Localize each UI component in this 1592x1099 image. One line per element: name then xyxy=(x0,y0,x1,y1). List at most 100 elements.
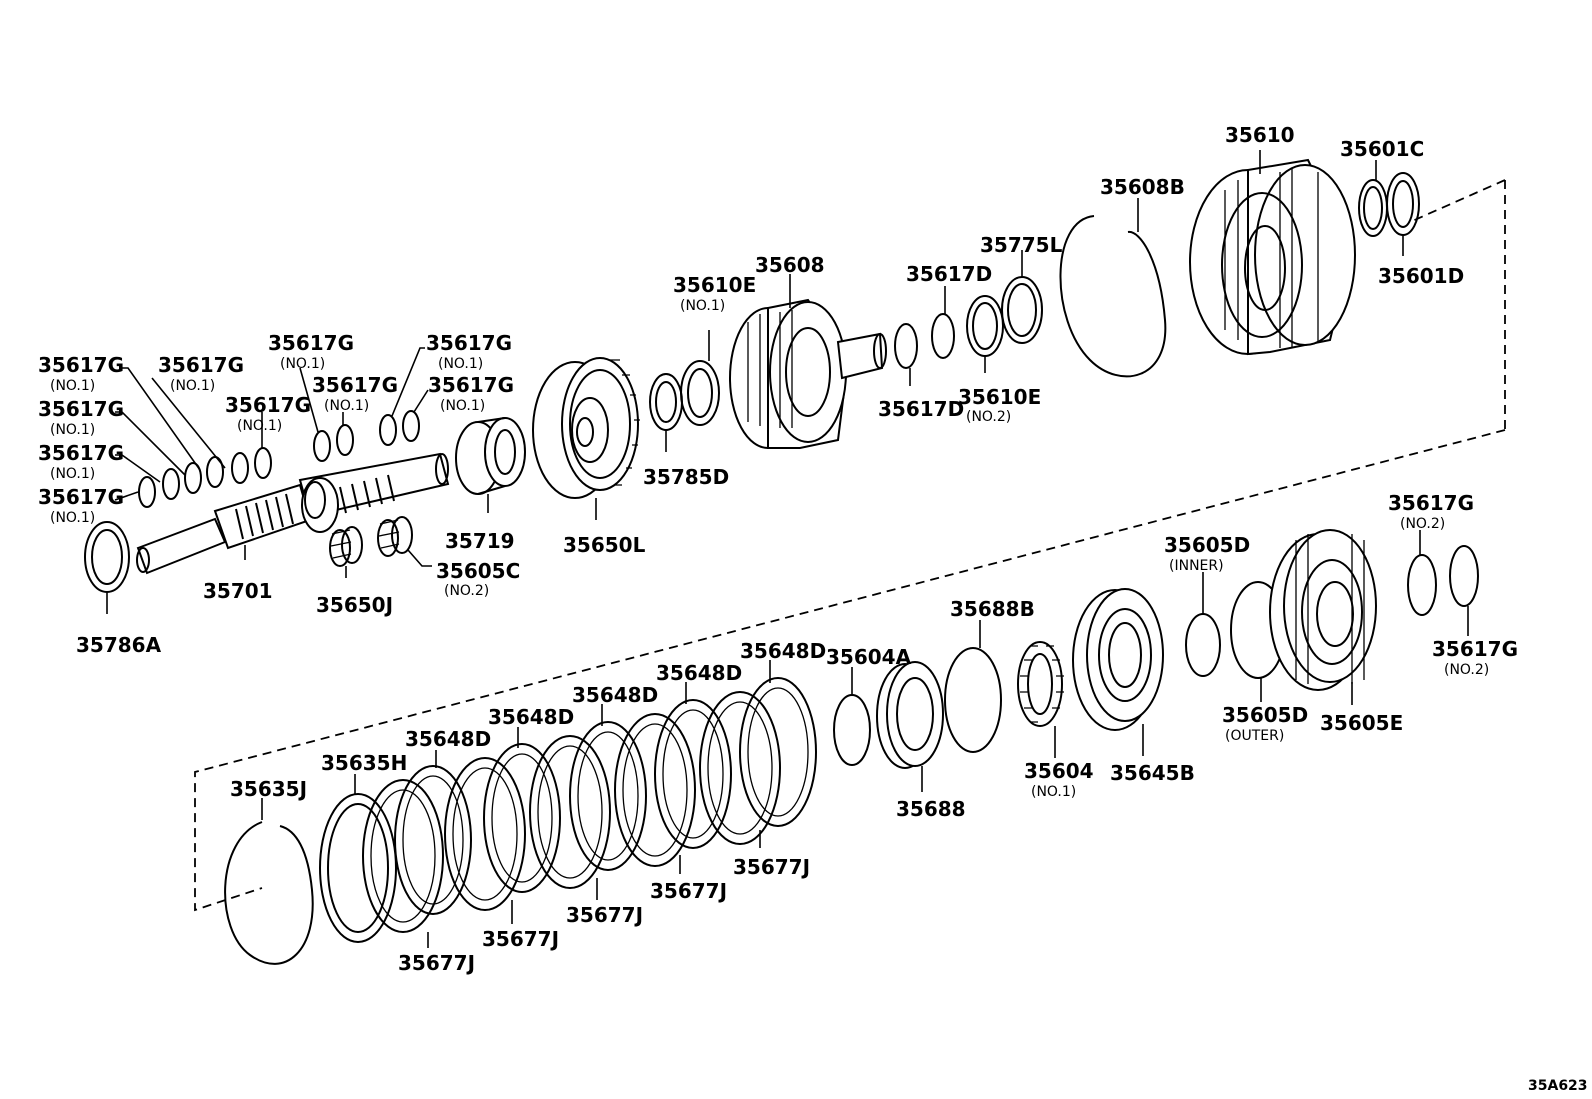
part-35610E-no2-bearing xyxy=(966,295,1004,357)
leader-lines xyxy=(106,150,1469,948)
label-35648D-2: 35648D xyxy=(488,705,574,729)
part-35688B-oring xyxy=(944,647,1002,753)
part-35701-input-shaft xyxy=(136,452,450,575)
label-35605D-inner: 35605D xyxy=(1164,533,1250,557)
part-35610E-no1-bearing xyxy=(680,360,720,426)
part-35604-return-spring xyxy=(1017,641,1064,727)
label-35601D: 35601D xyxy=(1378,264,1464,288)
part-35617D-ring-a xyxy=(894,323,918,369)
part-35617D-ring-b xyxy=(931,313,955,359)
label-35605D-outer: 35605D xyxy=(1222,703,1308,727)
label-35617G-12: 35617G xyxy=(1432,637,1518,661)
label-35617D-a: 35617D xyxy=(906,262,992,286)
label-35605C: 35605C xyxy=(436,559,520,583)
label-35701: 35701 xyxy=(203,579,273,603)
part-35604A-ring xyxy=(833,694,871,766)
label-35648D-1: 35648D xyxy=(405,727,491,751)
label-35635H: 35635H xyxy=(321,751,407,775)
label-35608: 35608 xyxy=(755,253,825,277)
label-35617G-3: 35617G xyxy=(38,441,124,465)
label-35617G-9: 35617G xyxy=(426,331,512,355)
label-35617G-7-sub: (NO.1) xyxy=(280,356,325,372)
part-35608-clutch-drum xyxy=(729,298,887,449)
connection-dashed-outline xyxy=(194,179,1506,912)
part-35601C-race xyxy=(1358,179,1388,237)
label-35605E: 35605E xyxy=(1320,711,1403,735)
part-35785D-washer xyxy=(649,373,683,431)
part-35610-clutch-drum xyxy=(1189,158,1356,356)
label-35601C: 35601C xyxy=(1340,137,1424,161)
label-35677J-3: 35677J xyxy=(566,903,643,927)
label-35617G-5: 35617G xyxy=(158,353,244,377)
label-35605C-sub: (NO.2) xyxy=(444,583,489,599)
label-35610: 35610 xyxy=(1225,123,1295,147)
label-35650J: 35650J xyxy=(316,593,393,617)
part-clutch-pack xyxy=(362,677,817,933)
label-35617G-6: 35617G xyxy=(225,393,311,417)
label-35617G-3-sub: (NO.1) xyxy=(50,466,95,482)
label-35677J-4: 35677J xyxy=(650,879,727,903)
label-35617G-1-sub: (NO.1) xyxy=(50,378,95,394)
label-35617G-4-sub: (NO.1) xyxy=(50,510,95,526)
label-35617G-7: 35617G xyxy=(268,331,354,355)
label-35617G-10: 35617G xyxy=(428,373,514,397)
label-35688: 35688 xyxy=(896,797,966,821)
label-35610E-no1: 35610E xyxy=(673,273,756,297)
part-35635H-flange xyxy=(319,793,397,943)
label-35677J-2: 35677J xyxy=(482,927,559,951)
part-35608B-snap-ring xyxy=(1059,215,1167,378)
label-35610E-no2-sub: (NO.2) xyxy=(966,409,1011,425)
part-35645B-cylinder xyxy=(1072,588,1164,731)
label-35604A: 35604A xyxy=(826,645,912,669)
label-35617D-b: 35617D xyxy=(878,397,964,421)
label-35617G-11-sub: (NO.2) xyxy=(1400,516,1445,532)
label-35610E-no1-sub: (NO.1) xyxy=(680,298,725,314)
label-35617G-10-sub: (NO.1) xyxy=(440,398,485,414)
label-35605D-outer-sub: (OUTER) xyxy=(1225,728,1284,744)
part-labels: 35786A 35701 35650J 35605C (NO.2) 35719 … xyxy=(38,123,1588,1094)
label-35648D-4: 35648D xyxy=(656,661,742,685)
label-35617G-12-sub: (NO.2) xyxy=(1444,662,1489,678)
part-35617G-ring-group-mid xyxy=(313,410,420,462)
label-35617G-5-sub: (NO.1) xyxy=(170,378,215,394)
label-35617G-6-sub: (NO.1) xyxy=(237,418,282,434)
label-35617G-8-sub: (NO.1) xyxy=(324,398,369,414)
part-35775L-washer xyxy=(1001,276,1043,344)
part-35617G-no2-ring-b xyxy=(1449,545,1479,607)
label-35604: 35604 xyxy=(1024,759,1094,783)
label-35610E-no2: 35610E xyxy=(958,385,1041,409)
label-35608B: 35608B xyxy=(1100,175,1185,199)
part-35635J-snap-ring xyxy=(224,821,314,965)
label-35648D-3: 35648D xyxy=(572,683,658,707)
part-35786A-thrust-washer xyxy=(84,521,130,593)
part-35601D-bearing xyxy=(1386,172,1420,236)
diagram-code: 35A623 xyxy=(1528,1078,1588,1094)
part-35605E-gear-drum xyxy=(1269,529,1377,691)
label-35786A: 35786A xyxy=(76,633,162,657)
label-35688B: 35688B xyxy=(950,597,1035,621)
label-35617G-9-sub: (NO.1) xyxy=(438,356,483,372)
label-35785D: 35785D xyxy=(643,465,729,489)
label-35617G-1: 35617G xyxy=(38,353,124,377)
label-35677J-1: 35677J xyxy=(398,951,475,975)
label-35719: 35719 xyxy=(445,529,515,553)
part-35719-hub xyxy=(455,417,526,495)
label-35604-sub: (NO.1) xyxy=(1031,784,1076,800)
label-35605D-inner-sub: (INNER) xyxy=(1169,558,1224,574)
part-35650L-planetary-gear xyxy=(532,357,640,499)
label-35617G-2: 35617G xyxy=(38,397,124,421)
label-35617G-2-sub: (NO.1) xyxy=(50,422,95,438)
part-35688-piston xyxy=(876,661,944,769)
label-35648D-5: 35648D xyxy=(740,639,826,663)
label-35645B: 35645B xyxy=(1110,761,1195,785)
label-35677J-5: 35677J xyxy=(733,855,810,879)
part-35605D-inner-oring xyxy=(1185,613,1221,677)
label-35635J: 35635J xyxy=(230,777,307,801)
part-35617G-ring-group-left xyxy=(138,447,272,508)
part-35605C-needle-bearing xyxy=(377,516,413,557)
label-35650L: 35650L xyxy=(563,533,646,557)
label-35775L: 35775L xyxy=(980,233,1063,257)
label-35617G-11: 35617G xyxy=(1388,491,1474,515)
label-35617G-8: 35617G xyxy=(312,373,398,397)
